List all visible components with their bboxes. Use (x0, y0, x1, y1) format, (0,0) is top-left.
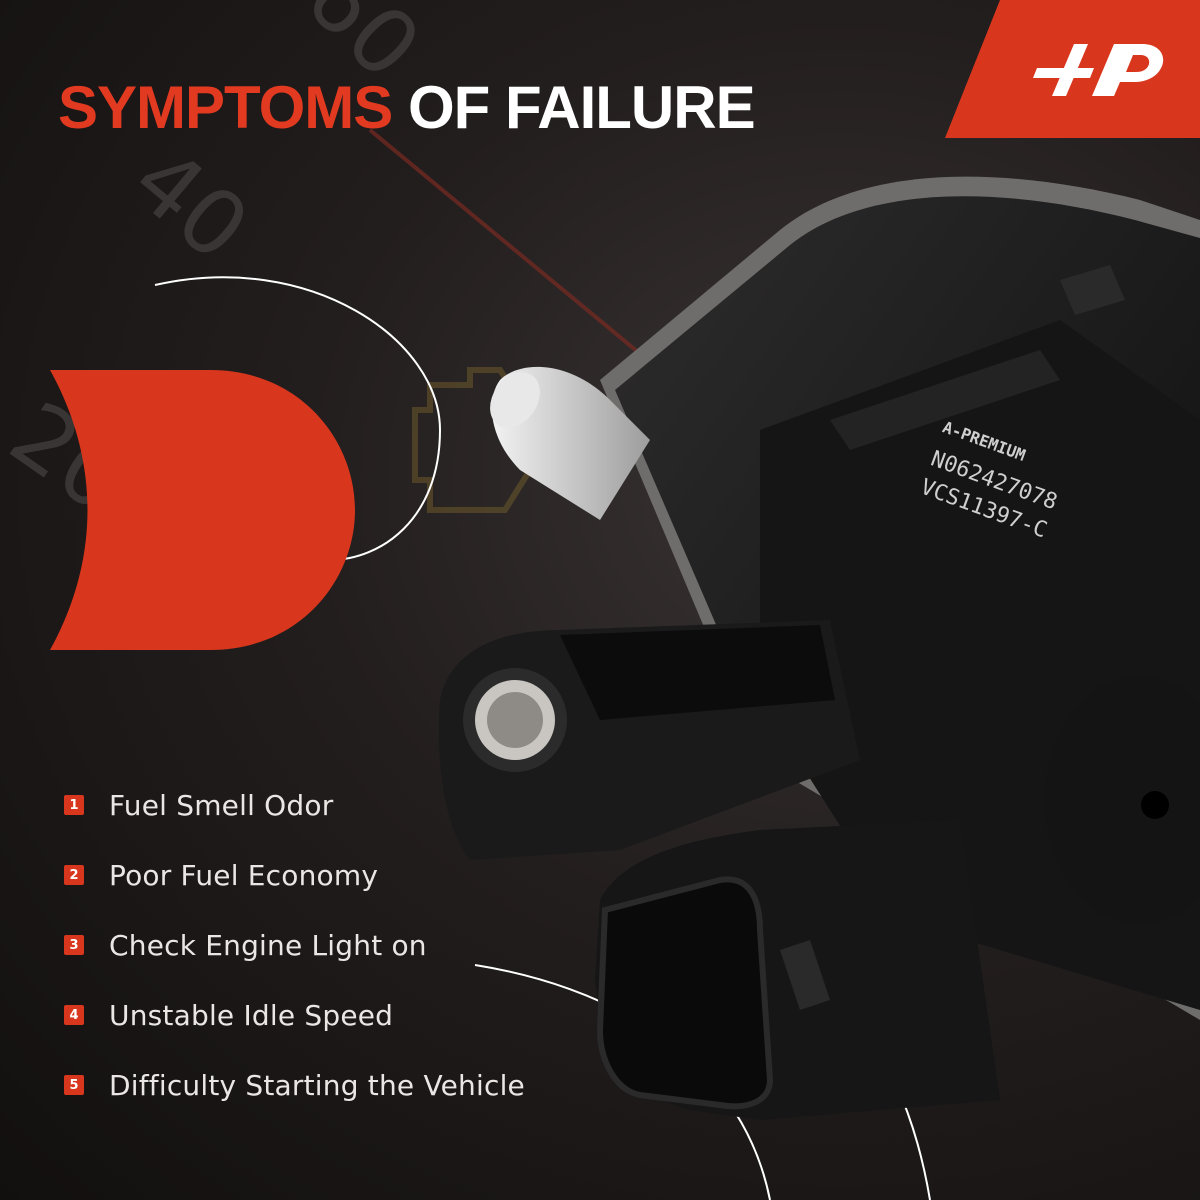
symptom-label: Difficulty Starting the Vehicle (109, 1068, 525, 1102)
symptom-label: Check Engine Light on (109, 928, 427, 962)
list-item: 4 Unstable Idle Speed (64, 980, 525, 1050)
number-badge: 5 (64, 1075, 84, 1095)
red-d-shape (50, 370, 355, 650)
decorative-arc-top (154, 276, 442, 561)
title-rest: OF FAILURE (407, 74, 756, 141)
number-badge: 3 (64, 935, 84, 955)
page-title: SYMPTOMS OF FAILURE (58, 78, 756, 138)
list-item: 3 Check Engine Light on (64, 910, 525, 980)
symptom-label: Fuel Smell Odor (109, 788, 334, 822)
symptom-label: Unstable Idle Speed (109, 998, 394, 1032)
number-badge: 1 (64, 795, 84, 815)
check-engine-icon (412, 367, 533, 513)
list-item: 5 Difficulty Starting the Vehicle (64, 1050, 525, 1120)
title-accent: SYMPTOMS (58, 74, 393, 141)
list-item: 1 Fuel Smell Odor (64, 770, 525, 840)
ap-logo-icon (1033, 44, 1164, 96)
number-badge: 2 (64, 865, 84, 885)
symptom-label: Poor Fuel Economy (109, 858, 379, 892)
symptoms-list: 1 Fuel Smell Odor 2 Poor Fuel Economy 3 … (64, 770, 525, 1120)
number-badge: 4 (64, 1005, 84, 1025)
list-item: 2 Poor Fuel Economy (64, 840, 525, 910)
